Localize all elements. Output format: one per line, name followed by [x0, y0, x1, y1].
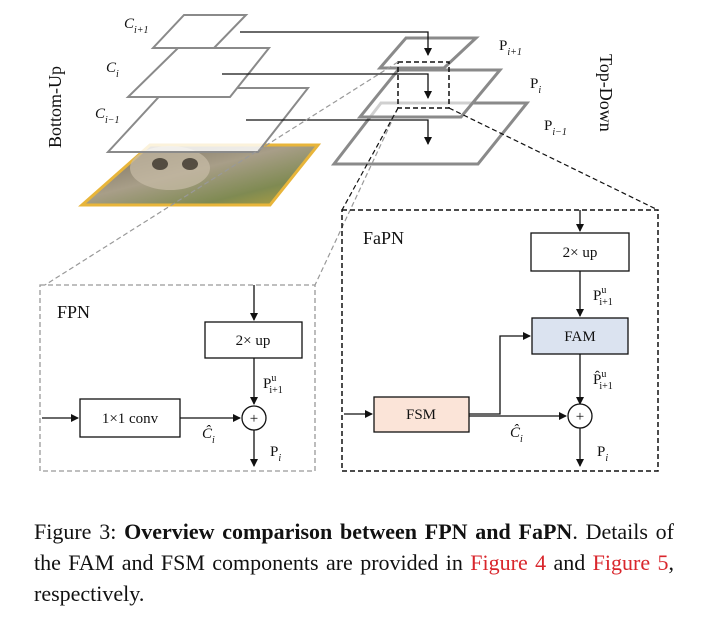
fpn-output: Pi: [270, 444, 281, 464]
label-p-i-minus-1: Pi−1: [544, 118, 567, 138]
fpn-upsample-box: [204, 321, 303, 359]
caption-middle: and: [546, 550, 593, 575]
fpn-sum-symbol: +: [250, 411, 258, 427]
plane-c-i-minus-1: [105, 87, 311, 153]
figure-caption: Figure 3: Overview comparison between FP…: [34, 516, 674, 609]
architecture-diagram: Bottom-Up Top-Down Ci+1 Ci Ci−1 Pi+1 Pi …: [39, 14, 659, 472]
fsm-label: FSM: [406, 407, 436, 423]
label-p-i-plus-1: Pi+1: [499, 38, 522, 58]
fam-label: FAM: [564, 329, 595, 345]
plane-p-i-plus-1: [376, 36, 480, 70]
label-c-i-plus-1: Ci+1: [124, 16, 149, 36]
zoom-region: [397, 61, 450, 109]
bottom-up-pyramid: [78, 14, 322, 207]
plane-c-i: [125, 47, 272, 98]
fapn-lateral-feature: Ĉi: [510, 424, 523, 445]
fpn-conv-box: [79, 398, 181, 438]
fsm-box: [373, 396, 470, 433]
label-c-i: Ci: [106, 60, 119, 80]
fam-box: [531, 317, 629, 355]
caption-bold: Overview comparison between FPN and FaPN: [124, 519, 573, 544]
caption-suffix: , respectively.: [34, 550, 674, 606]
figure-5-link[interactable]: Figure 5: [592, 550, 669, 575]
plane-p-i-minus-1: [330, 101, 531, 166]
label-p-i: Pi: [530, 76, 541, 96]
caption-prefix: Figure 3:: [34, 519, 125, 544]
plane-p-i: [356, 68, 504, 119]
fpn-upsample-label: 2× up: [236, 333, 271, 349]
top-down-label: Top-Down: [596, 54, 616, 132]
bottom-up-label: Bottom-Up: [45, 66, 65, 148]
plane-c-i-plus-1: [150, 14, 249, 49]
fapn-sum-symbol: +: [576, 409, 584, 425]
fpn-conv-label: 1×1 conv: [102, 411, 159, 427]
fpn-lateral-feature: Ĉi: [202, 425, 215, 446]
top-down-pyramid: [330, 36, 531, 166]
fapn-title: FaPN: [363, 228, 404, 248]
caption-body: . Details of the FAM and FSM components …: [34, 519, 674, 575]
label-c-i-minus-1: Ci−1: [95, 106, 120, 126]
fpn-title: FPN: [57, 302, 90, 322]
fapn-upsample-label: 2× up: [563, 245, 598, 261]
fapn-output: Pi: [597, 444, 608, 464]
figure-4-link[interactable]: Figure 4: [470, 550, 547, 575]
